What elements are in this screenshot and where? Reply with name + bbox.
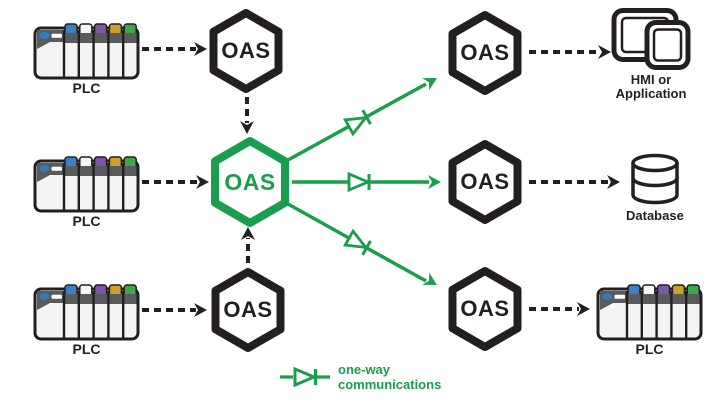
arrowhead — [194, 42, 207, 56]
arrowhead — [598, 45, 611, 59]
diode-icon — [343, 109, 372, 137]
hmi-application-icon — [611, 8, 691, 70]
oas-label: OAS — [460, 40, 510, 65]
hmi-label-line1: HMI or — [630, 72, 672, 87]
oas-central-server: OAS — [209, 136, 291, 228]
legend-line2: communications — [338, 377, 442, 392]
plc-destination: PLC — [596, 283, 703, 357]
legend-one-way: one-way communications — [279, 362, 441, 392]
oas-label: OAS — [221, 38, 271, 63]
plc-source-middle: PLC — [33, 155, 140, 229]
arrowhead — [607, 175, 620, 189]
plc-source-top: PLC — [33, 22, 140, 96]
oas-label: OAS — [223, 297, 273, 322]
hexagon-icon — [448, 140, 522, 224]
legend-line1: one-way — [338, 362, 391, 377]
hexagon-icon — [211, 137, 289, 227]
oas-label: OAS — [224, 168, 276, 195]
diode-icon — [280, 367, 330, 387]
plc-label: PLC — [72, 213, 101, 229]
oas-label: OAS — [460, 296, 510, 321]
oas-receiver-top: OAS — [447, 10, 523, 96]
oas-receiver-bottom: OAS — [447, 266, 523, 352]
hexagon-icon — [448, 11, 522, 95]
database-icon — [631, 153, 679, 205]
diode-icon — [347, 171, 372, 193]
oas-label: OAS — [460, 169, 510, 194]
arrowhead — [422, 78, 437, 91]
diode-symbols — [342, 109, 372, 256]
arrowhead — [240, 121, 254, 134]
arrowhead — [194, 303, 207, 317]
database-label: Database — [626, 208, 684, 223]
one-way-arrowheads — [422, 78, 441, 285]
plc-icon — [596, 284, 703, 341]
plc-icon — [33, 284, 140, 341]
hmi-label: HMI or Application — [616, 73, 687, 101]
oas-gateway-bottom: OAS — [210, 267, 286, 353]
legend-text: one-way communications — [338, 362, 441, 392]
database-destination: Database — [626, 152, 684, 223]
diode-icon — [342, 228, 372, 256]
hexagon-icon — [211, 268, 285, 352]
oas-gateway-top: OAS — [208, 8, 284, 94]
arrowhead — [196, 175, 209, 189]
arrowhead — [422, 272, 437, 285]
arrowhead — [577, 302, 590, 316]
hmi-label-line2: Application — [615, 86, 687, 101]
plc-icon — [33, 23, 140, 80]
oas-receiver-middle: OAS — [447, 139, 523, 225]
arrowhead — [428, 175, 441, 189]
plc-icon — [33, 156, 140, 213]
hexagon-icon — [209, 9, 283, 93]
plc-label: PLC — [72, 341, 101, 357]
plc-source-bottom: PLC — [33, 283, 140, 357]
dashed-arrows — [142, 47, 609, 312]
hexagon-icon — [448, 267, 522, 351]
arrowhead — [241, 227, 255, 240]
hmi-destination: HMI or Application — [610, 8, 692, 101]
dashed-arrowheads — [194, 42, 620, 317]
plc-label: PLC — [72, 80, 101, 96]
plc-label: PLC — [635, 341, 664, 357]
